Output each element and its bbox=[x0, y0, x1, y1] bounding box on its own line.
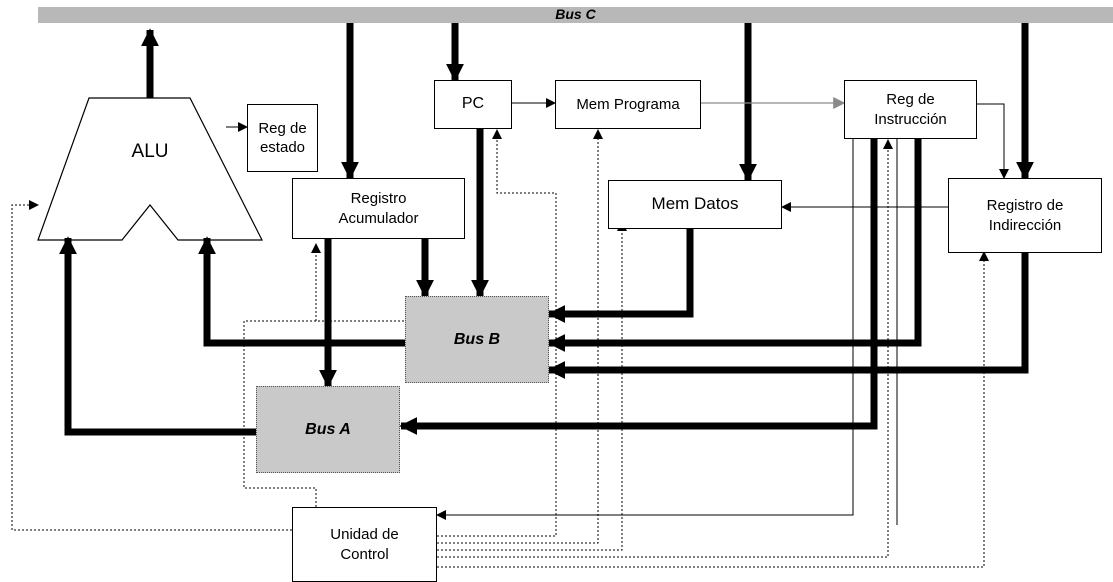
control-signals bbox=[11, 129, 989, 568]
bus-a-box: Bus A bbox=[256, 386, 400, 473]
control-to-reginstr-signal bbox=[437, 139, 893, 558]
regindir-to-busb-arrow bbox=[547, 253, 1029, 379]
control-to-busb-signal bbox=[243, 320, 405, 507]
mem-programa-box: Mem Programa bbox=[555, 80, 701, 129]
control-to-pc-signal bbox=[437, 129, 557, 537]
bus-b-box: Bus B bbox=[405, 296, 549, 383]
reg-estado-box: Reg de estado bbox=[247, 104, 318, 172]
reginstr-to-control-arrow-1 bbox=[436, 138, 854, 520]
mem-datos-box: Mem Datos bbox=[608, 180, 782, 229]
reginstr-to-busa-arrow bbox=[399, 138, 878, 435]
busb-to-alu-right-arrow bbox=[198, 236, 405, 347]
bus-c-label: Bus C bbox=[555, 6, 596, 22]
alu-shape bbox=[37, 97, 263, 241]
thin-paths bbox=[226, 98, 1009, 525]
alu-label: ALU bbox=[131, 141, 169, 162]
unidad-control-box: Unidad de Control bbox=[292, 507, 437, 582]
control-to-alu-signal bbox=[11, 200, 292, 531]
reginstr-to-busb-arrow bbox=[547, 138, 922, 352]
registro-acumulador-box: Registro Acumulador bbox=[292, 178, 465, 239]
control-to-memprograma-signal bbox=[437, 129, 603, 544]
bus-c-bar: Bus C bbox=[38, 6, 1113, 23]
reginstr-to-regindir-arrow bbox=[977, 103, 1009, 179]
control-to-memdatos-signal bbox=[437, 221, 627, 551]
busa-to-alu-left-arrow bbox=[59, 236, 256, 436]
thick-data-paths bbox=[59, 23, 1034, 436]
reg-instruccion-box: Reg de Instrucción bbox=[844, 80, 977, 139]
registro-indireccion-box: Registro de Indirección bbox=[948, 178, 1102, 253]
control-to-regindir-signal bbox=[437, 251, 989, 568]
pc-box: PC bbox=[434, 80, 512, 129]
memdatos-to-busb-arrow bbox=[547, 228, 694, 323]
